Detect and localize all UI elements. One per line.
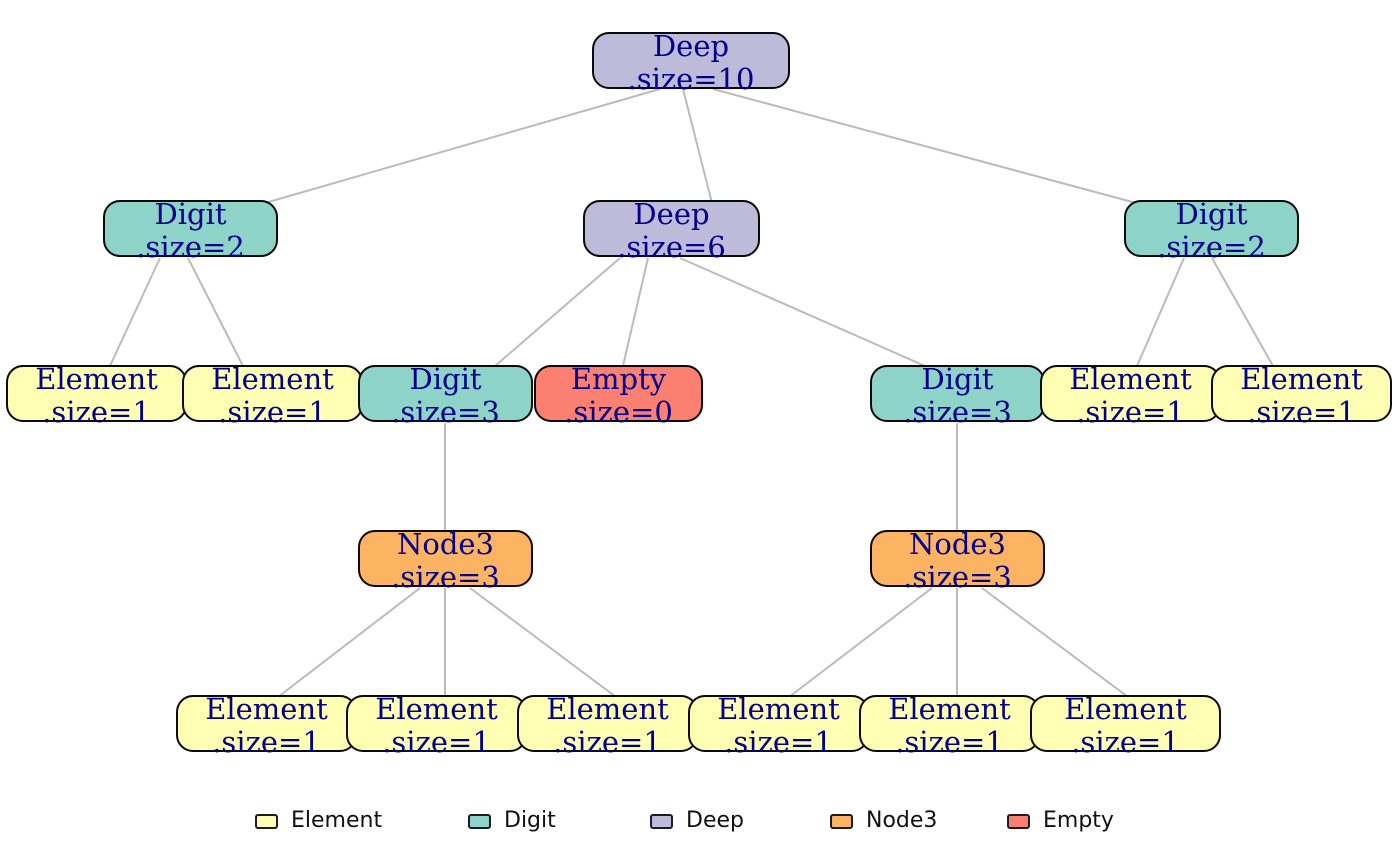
- node-label-size: .size=0: [564, 395, 673, 429]
- legend-swatch-icon: [255, 813, 278, 829]
- node-label-size: .size=1: [42, 395, 151, 429]
- node-label-size: .size=1: [895, 725, 1004, 759]
- node-label-size: .size=2: [1157, 230, 1266, 264]
- tree-node-node3[interactable]: Node3.size=3: [870, 528, 1045, 594]
- node-label-name: Element: [1064, 692, 1187, 726]
- node-label: Element.size=1: [546, 693, 669, 759]
- node-label: Digit.size=2: [1157, 198, 1266, 264]
- node-label-size: .size=3: [903, 560, 1012, 594]
- tree-node-element[interactable]: Element.size=1: [176, 693, 357, 759]
- tree-node-element[interactable]: Element.size=1: [517, 693, 698, 759]
- node-label: Digit.size=2: [136, 198, 245, 264]
- node-label: Element.size=1: [717, 693, 840, 759]
- node-label: Node3.size=3: [903, 528, 1012, 594]
- node-label: Element.size=1: [888, 693, 1011, 759]
- node-label-name: Element: [375, 692, 498, 726]
- node-label-size: .size=1: [1247, 395, 1356, 429]
- node-label-name: Element: [546, 692, 669, 726]
- tree-node-element[interactable]: Element.size=1: [182, 363, 363, 429]
- node-label-name: Digit: [154, 197, 227, 231]
- node-label: Digit.size=3: [903, 363, 1012, 429]
- node-label-size: .size=10: [627, 62, 755, 96]
- node-label-name: Element: [888, 692, 1011, 726]
- node-label: Empty.size=0: [564, 363, 673, 429]
- node-label-size: .size=1: [724, 725, 833, 759]
- node-label: Element.size=1: [1069, 363, 1192, 429]
- legend-swatch-icon: [650, 813, 673, 829]
- node-label-name: Element: [205, 692, 328, 726]
- node-label: Digit.size=3: [391, 363, 500, 429]
- node-label-name: Deep: [652, 29, 730, 63]
- node-label-name: Deep: [633, 197, 710, 231]
- tree-node-element[interactable]: Element.size=1: [1030, 693, 1221, 759]
- node-label: Element.size=1: [35, 363, 158, 429]
- tree-node-digit[interactable]: Digit.size=3: [358, 363, 533, 429]
- tree-node-element[interactable]: Element.size=1: [1211, 363, 1392, 429]
- node-label-name: Element: [1069, 362, 1192, 396]
- tree-node-digit[interactable]: Digit.size=2: [1124, 198, 1299, 264]
- legend: Element Digit Deep Node3 Empty: [0, 806, 1400, 854]
- node-label-size: .size=3: [391, 395, 500, 429]
- node-label-size: .size=1: [212, 725, 321, 759]
- node-label-name: Node3: [396, 527, 495, 561]
- legend-entry-digit[interactable]: Digit: [468, 806, 556, 836]
- node-label-size: .size=3: [391, 560, 500, 594]
- tree-node-node3[interactable]: Node3.size=3: [358, 528, 533, 594]
- node-label-size: .size=1: [1071, 725, 1180, 759]
- node-label-size: .size=1: [553, 725, 662, 759]
- legend-swatch-icon: [830, 813, 853, 829]
- node-label-size: .size=1: [218, 395, 327, 429]
- node-label: Element.size=1: [1240, 363, 1363, 429]
- node-label: Node3.size=3: [391, 528, 500, 594]
- legend-swatch-icon: [1007, 813, 1030, 829]
- tree-node-deep[interactable]: Deep.size=10: [592, 30, 790, 96]
- node-label-size: .size=6: [617, 230, 726, 264]
- node-label: Deep.size=6: [617, 198, 726, 264]
- legend-entry-node3[interactable]: Node3: [830, 806, 937, 836]
- node-label-size: .size=2: [136, 230, 245, 264]
- tree-node-element[interactable]: Element.size=1: [6, 363, 187, 429]
- node-label-name: Element: [211, 362, 334, 396]
- legend-label: Element: [291, 808, 383, 833]
- tree-node-digit[interactable]: Digit.size=3: [870, 363, 1045, 429]
- node-label-name: Digit: [409, 362, 482, 396]
- tree-node-deep[interactable]: Deep.size=6: [583, 198, 760, 264]
- node-label-size: .size=3: [903, 395, 1012, 429]
- tree-node-digit[interactable]: Digit.size=2: [103, 198, 278, 264]
- node-label-name: Digit: [921, 362, 994, 396]
- tree-node-element[interactable]: Element.size=1: [688, 693, 869, 759]
- tree-node-element[interactable]: Element.size=1: [1040, 363, 1221, 429]
- node-label-name: Node3: [908, 527, 1007, 561]
- legend-label: Digit: [504, 808, 556, 833]
- tree-node-element[interactable]: Element.size=1: [346, 693, 527, 759]
- legend-swatch-icon: [468, 813, 491, 829]
- legend-entry-empty[interactable]: Empty: [1007, 806, 1114, 836]
- tree-node-empty[interactable]: Empty.size=0: [534, 363, 703, 429]
- node-label-name: Element: [717, 692, 840, 726]
- node-label: Element.size=1: [205, 693, 328, 759]
- node-label: Element.size=1: [375, 693, 498, 759]
- legend-label: Empty: [1043, 808, 1114, 833]
- node-label: Element.size=1: [211, 363, 334, 429]
- node-label-name: Digit: [1175, 197, 1248, 231]
- node-label: Deep.size=10: [627, 30, 754, 96]
- legend-label: Node3: [866, 808, 938, 833]
- legend-label: Deep: [686, 808, 744, 833]
- node-label-name: Element: [35, 362, 158, 396]
- legend-entry-element[interactable]: Element: [255, 806, 382, 836]
- legend-entry-deep[interactable]: Deep: [650, 806, 744, 836]
- node-label-name: Element: [1240, 362, 1363, 396]
- node-label-size: .size=1: [1076, 395, 1185, 429]
- node-label-name: Empty: [570, 362, 667, 396]
- node-label-size: .size=1: [382, 725, 491, 759]
- node-label: Element.size=1: [1064, 693, 1187, 759]
- tree-node-element[interactable]: Element.size=1: [859, 693, 1040, 759]
